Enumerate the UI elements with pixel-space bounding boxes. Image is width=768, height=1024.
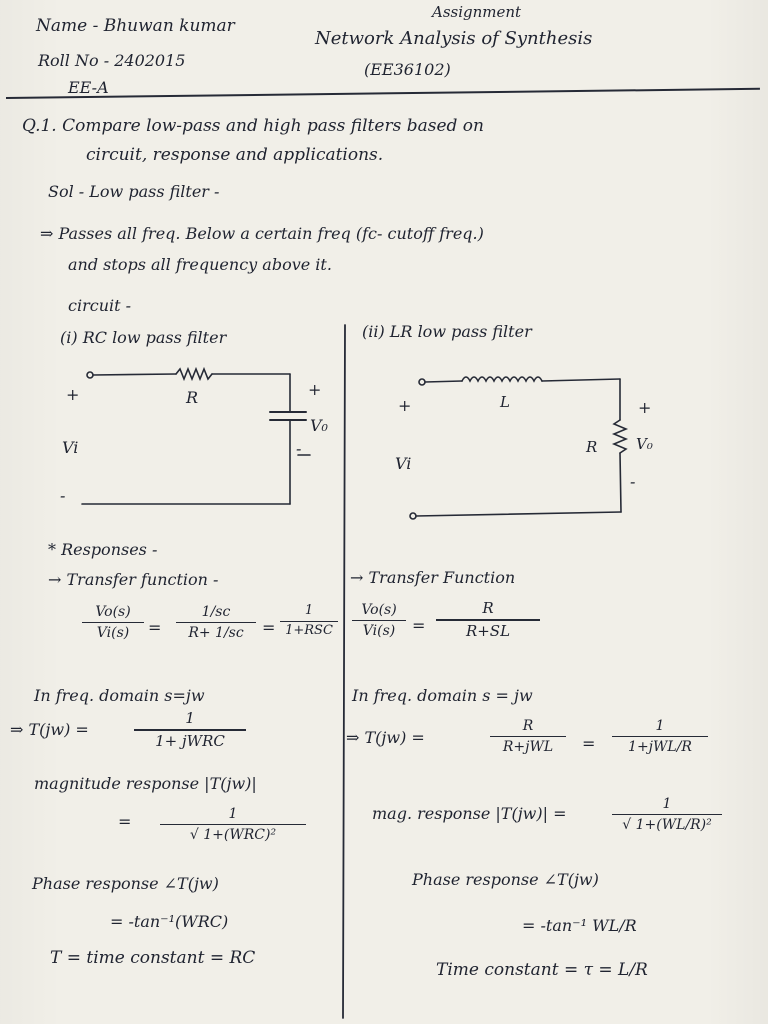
left-mag-denominator: √ 1+(WRC)² [189, 827, 277, 844]
lr-input-terminal-top [418, 378, 426, 386]
left-equals-1: = [148, 618, 162, 637]
course-code: (EE36102) [364, 60, 451, 79]
right-phase-value: = -tan⁻¹ WL/R [522, 916, 637, 935]
right-vo-numerator: Vo(s) [361, 602, 397, 618]
lr-resistor-zigzag [611, 419, 629, 454]
question-line-2: circuit, response and applications. [86, 145, 384, 165]
right-mag-numerator: 1 [662, 796, 672, 812]
left-equals-2: = [262, 618, 276, 637]
left-capacitor-divider-fraction: 1/sc R+ 1/sc [176, 604, 256, 642]
rc-input-terminal-top [86, 371, 94, 379]
description-line-1: ⇒ Passes all freq. Below a certain freq … [40, 224, 484, 243]
right-vo-vi-fraction: Vo(s) Vi(s) [352, 602, 406, 640]
lr-output-plus: + [638, 398, 652, 417]
inductor-coil [461, 376, 543, 383]
lr-inductor-label: L [500, 393, 510, 411]
left-mag-equals: = [118, 812, 132, 831]
left-mag-numerator: 1 [228, 806, 238, 822]
solution-heading: Sol - Low pass filter - [48, 182, 220, 201]
lr-input-terminal-bottom [409, 512, 417, 520]
right-t-jw-denominator: R+jWL [502, 739, 554, 756]
left-magnitude-fraction: 1 √ 1+(WRC)² [160, 806, 306, 844]
lr-output-minus: - [630, 472, 636, 491]
left-phase-response: Phase response ∠T(jw) [32, 874, 219, 893]
rc-resistor-label: R [186, 388, 199, 407]
rc-output-plus: + [308, 380, 322, 399]
left-t-jw-fraction: 1 1+ jWRC [134, 709, 246, 750]
right-t2-numerator: 1 [655, 718, 665, 734]
lr-vi-label: Vi [395, 454, 412, 473]
lr-resistor-label: R [586, 438, 598, 456]
roll-number: Roll No - 2402015 [38, 51, 186, 70]
lr-filter-title: (ii) LR low pass filter [362, 322, 532, 341]
rc-input-minus: - [60, 486, 66, 505]
right-equals-2: = [582, 734, 596, 753]
right-t-jw-fraction: R R+jWL [490, 718, 566, 756]
right-t2-denominator: 1+jWL/R [628, 739, 692, 756]
left-f3-numerator: 1 [304, 603, 314, 618]
left-t-jw-denominator: 1+ jWRC [155, 731, 225, 750]
description-line-2: and stops all frequency above it. [68, 255, 332, 274]
lr-vo-label: V₀ [636, 435, 653, 453]
right-freq-domain-heading: In freq. domain s = jw [352, 686, 533, 705]
assignment-label: Assignment [432, 3, 522, 21]
left-freq-domain-heading: In freq. domain s=jw [34, 686, 205, 705]
left-f2-denominator: R+ 1/sc [188, 625, 244, 642]
left-f2-numerator: 1/sc [201, 604, 231, 620]
left-f3-denominator: 1+RSC [285, 623, 333, 639]
right-equals-1: = [412, 616, 426, 635]
right-f2-numerator: R [482, 599, 494, 617]
right-f2-denominator: R+SL [465, 621, 511, 640]
rc-filter-title: (i) RC low pass filter [60, 328, 227, 347]
rc-output-minus: - [296, 439, 302, 458]
right-time-constant: Time constant = τ = L/R [436, 960, 648, 980]
circuit-heading: circuit - [68, 296, 132, 315]
lr-input-plus: + [398, 396, 412, 415]
column-divider [342, 324, 346, 1019]
left-rc-transfer-fraction: 1 1+RSC [280, 603, 338, 639]
right-phase-response: Phase response ∠T(jw) [412, 870, 599, 889]
left-transfer-function-heading: → Transfer function - [48, 570, 219, 589]
right-magnitude-fraction: 1 √ 1+(WL/R)² [612, 796, 722, 834]
right-t-jw-normalized-fraction: 1 1+jWL/R [612, 718, 708, 756]
student-name: Name - Bhuwan kumar [36, 16, 235, 36]
left-magnitude-response: magnitude response |T(jw)| [34, 774, 257, 793]
right-t-jw-label: ⇒ T(jw) = [346, 728, 425, 747]
left-vo-numerator: Vo(s) [95, 604, 131, 620]
responses-heading: * Responses - [48, 540, 158, 559]
question-line-1: Q.1. Compare low-pass and high pass filt… [22, 116, 484, 136]
right-magnitude-response: mag. response |T(jw)| = [372, 804, 567, 823]
right-transfer-function-heading: → Transfer Function [350, 568, 516, 587]
right-lr-transfer-fraction: R R+SL [436, 599, 540, 640]
resistor-zigzag [175, 366, 213, 382]
section: EE-A [68, 78, 109, 97]
right-mag-denominator: √ 1+(WL/R)² [622, 817, 712, 834]
right-vi-denominator: Vi(s) [362, 623, 396, 640]
right-t-jw-numerator: R [522, 718, 534, 734]
rc-vi-label: Vi [62, 438, 79, 457]
left-time-constant: T = time constant = RC [50, 948, 256, 968]
left-t-jw-numerator: 1 [185, 709, 195, 727]
left-phase-value: = -tan⁻¹(WRC) [110, 912, 229, 931]
rc-vo-label: V₀ [310, 416, 328, 435]
left-vi-denominator: Vi(s) [96, 625, 130, 642]
subject-title: Network Analysis of Synthesis [315, 28, 593, 49]
left-vo-vi-fraction: Vo(s) Vi(s) [82, 604, 144, 642]
rc-input-plus: + [66, 385, 80, 404]
left-t-jw-label: ⇒ T(jw) = [10, 720, 89, 739]
